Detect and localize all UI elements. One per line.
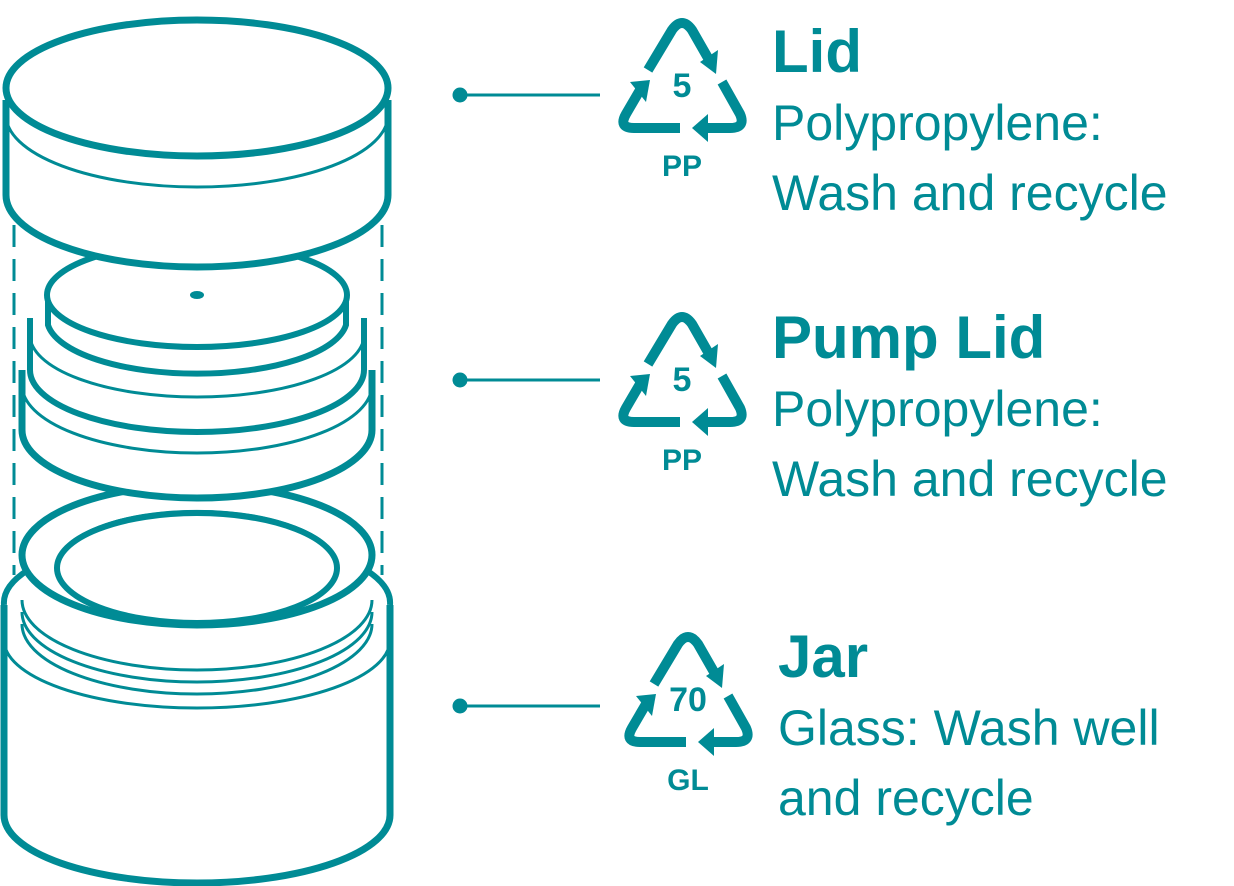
part-title: Pump Lid bbox=[772, 304, 1046, 371]
lid-label: Lid Polypropylene: Wash and recycle bbox=[772, 22, 1168, 228]
part-description-line: Wash and recycle bbox=[772, 451, 1168, 507]
part-description-line: and recycle bbox=[778, 770, 1034, 826]
recycle-material-code: PP bbox=[661, 444, 703, 477]
recycle-code-jar: 70 GL bbox=[623, 636, 753, 806]
part-title: Jar bbox=[778, 623, 869, 690]
recycle-code-pump-lid: 5 PP bbox=[617, 316, 747, 486]
jar-drawing bbox=[0, 481, 394, 886]
part-description-line: Polypropylene: bbox=[772, 381, 1103, 437]
recycle-number: 5 bbox=[672, 361, 692, 399]
pump-lid-label: Pump Lid Polypropylene: Wash and recycle bbox=[772, 308, 1168, 514]
pump-lid-drawing bbox=[18, 240, 376, 502]
part-description-line: Polypropylene: bbox=[772, 95, 1103, 151]
recycle-number: 5 bbox=[672, 67, 692, 105]
part-title: Lid bbox=[772, 18, 862, 85]
recycle-code-lid: 5 PP bbox=[617, 22, 747, 192]
recycle-material-code: PP bbox=[661, 150, 703, 183]
part-description-line: Wash and recycle bbox=[772, 165, 1168, 221]
recycle-number: 70 bbox=[669, 681, 707, 719]
jar-label: Jar Glass: Wash well and recycle bbox=[778, 627, 1160, 833]
part-description-line: Glass: Wash well bbox=[778, 700, 1160, 756]
recycle-material-code: GL bbox=[667, 764, 709, 797]
lid-drawing bbox=[2, 16, 392, 271]
leader-lines bbox=[452, 87, 600, 714]
